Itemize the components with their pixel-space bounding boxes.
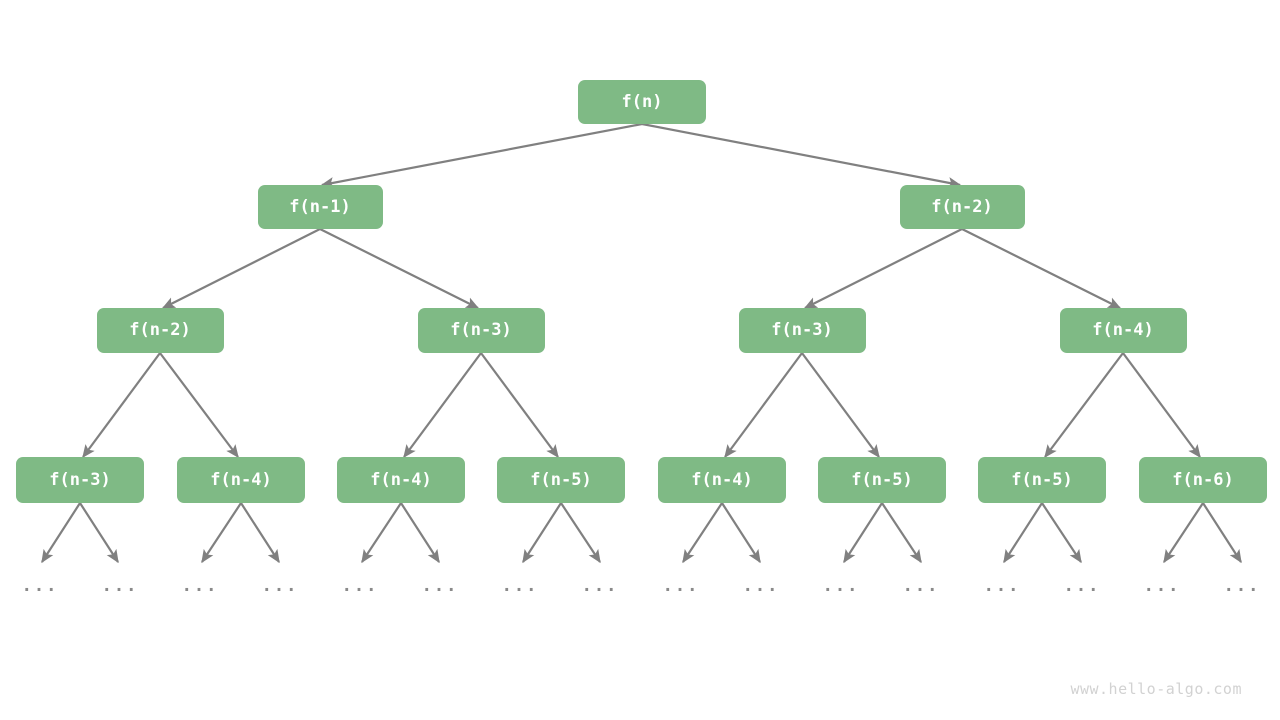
tree-node: f(n): [578, 80, 706, 124]
tree-node: f(n-3): [16, 457, 144, 503]
ellipsis-marker: ...: [341, 576, 379, 596]
tree-edge: [881, 502, 922, 564]
tree-node: f(n-4): [658, 457, 786, 503]
tree-node: f(n-3): [738, 307, 866, 353]
ellipsis-marker: ...: [983, 576, 1021, 596]
tree-edge: [1202, 502, 1242, 564]
tree-edge: [361, 502, 402, 564]
tree-node-label: f(n-6): [1172, 470, 1234, 490]
tree-edge: [803, 228, 963, 309]
tree-node: f(n-4): [337, 457, 465, 503]
ellipsis-marker: ...: [421, 576, 459, 596]
tree-edge: [522, 502, 562, 564]
tree-node: f(n-3): [417, 307, 545, 353]
tree-edge: [961, 228, 1122, 309]
tree-node: f(n-6): [1139, 457, 1267, 503]
tree-edge: [201, 502, 242, 564]
ellipsis-marker: ...: [1223, 576, 1261, 596]
tree-edge: [1041, 502, 1082, 564]
ellipsis-marker: ...: [581, 576, 619, 596]
tree-edge: [682, 502, 723, 564]
tree-node-label: f(n-4): [1092, 320, 1154, 340]
tree-node-label: f(n-3): [49, 470, 111, 490]
ellipsis-marker: ...: [1143, 576, 1181, 596]
tree-node-label: f(n-1): [289, 197, 351, 217]
ellipsis-marker: ...: [742, 576, 780, 596]
tree-node-label: f(n-4): [370, 470, 432, 490]
tree-edge: [403, 352, 482, 459]
tree-edge: [161, 228, 321, 309]
tree-node-label: f(n-4): [691, 470, 753, 490]
tree-edge: [480, 352, 559, 459]
tree-edge: [721, 502, 761, 564]
tree-node: f(n-4): [1059, 307, 1187, 353]
tree-node-label: f(n-5): [851, 470, 913, 490]
tree-node-label: f(n-4): [210, 470, 272, 490]
tree-node-label: f(n): [621, 92, 663, 112]
ellipsis-marker: ...: [1063, 576, 1101, 596]
ellipsis-marker: ...: [902, 576, 940, 596]
tree-edge: [641, 122, 962, 189]
tree-node: f(n-2): [96, 307, 224, 353]
tree-node-label: f(n-3): [771, 320, 833, 340]
tree-node: f(n-5): [818, 457, 946, 503]
tree-node: f(n-2): [899, 185, 1025, 229]
tree-node-label: f(n-2): [129, 320, 191, 340]
tree-node: f(n-1): [257, 185, 383, 229]
ellipsis-marker: ...: [822, 576, 860, 596]
ellipsis-marker: ...: [181, 576, 219, 596]
tree-edge: [560, 502, 601, 564]
tree-edge: [159, 352, 239, 459]
tree-edge: [1122, 352, 1201, 459]
tree-node-label: f(n-5): [530, 470, 592, 490]
tree-edge: [843, 502, 883, 564]
tree-edge: [82, 352, 161, 459]
tree-edge: [41, 502, 81, 564]
tree-edge: [724, 352, 803, 459]
tree-edge: [319, 228, 480, 309]
ellipsis-marker: ...: [662, 576, 700, 596]
tree-edge: [1003, 502, 1043, 564]
watermark: www.hello-algo.com: [1070, 680, 1242, 698]
tree-edge: [400, 502, 440, 564]
tree-node-label: f(n-2): [931, 197, 993, 217]
tree-node-label: f(n-5): [1011, 470, 1073, 490]
ellipsis-marker: ...: [21, 576, 59, 596]
tree-edge: [801, 352, 880, 459]
tree-edge: [320, 122, 643, 189]
tree-edge: [79, 502, 119, 564]
ellipsis-marker: ...: [101, 576, 139, 596]
tree-edge: [1163, 502, 1204, 564]
ellipsis-marker: ...: [501, 576, 539, 596]
tree-edge: [1044, 352, 1124, 459]
tree-edge: [240, 502, 280, 564]
ellipsis-marker: ...: [261, 576, 299, 596]
tree-node: f(n-5): [978, 457, 1106, 503]
tree-node: f(n-4): [177, 457, 305, 503]
tree-node-label: f(n-3): [450, 320, 512, 340]
tree-node: f(n-5): [497, 457, 625, 503]
